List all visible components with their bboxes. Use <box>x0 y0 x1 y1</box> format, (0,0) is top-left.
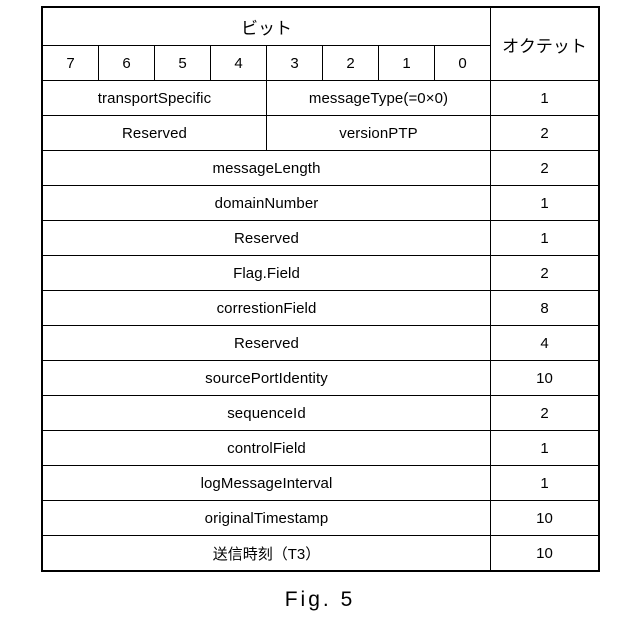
table-row: Reserved 4 <box>42 325 599 361</box>
header-bit-6: 6 <box>98 45 155 81</box>
table-row: controlField 1 <box>42 430 599 466</box>
field-label: transportSpecific <box>42 80 267 116</box>
header-row-bit-numbers: 7 6 5 4 3 2 1 0 <box>42 45 599 81</box>
table-row: transportSpecific messageType(=0×0) 1 <box>42 80 599 116</box>
ptp-message-format-table: ビット オクテット 7 6 5 4 3 2 1 0 transportSpeci… <box>41 6 600 572</box>
table-row: correstionField 8 <box>42 290 599 326</box>
header-bit-7: 7 <box>42 45 99 81</box>
table-row: Reserved versionPTP 2 <box>42 115 599 151</box>
header-bit-3: 3 <box>266 45 323 81</box>
field-label: Reserved <box>42 325 491 361</box>
field-label: domainNumber <box>42 185 491 221</box>
field-label: messageType(=0×0) <box>266 80 491 116</box>
header-bit-group: ビット <box>42 7 491 46</box>
table-row: logMessageInterval 1 <box>42 465 599 501</box>
table-row: originalTimestamp 10 <box>42 500 599 536</box>
table-header: ビット オクテット 7 6 5 4 3 2 1 0 <box>42 7 599 81</box>
octet-value: 2 <box>490 255 599 291</box>
field-label: controlField <box>42 430 491 466</box>
table-row: sourcePortIdentity 10 <box>42 360 599 396</box>
octet-value: 10 <box>490 500 599 536</box>
header-bit-5: 5 <box>154 45 211 81</box>
field-label: correstionField <box>42 290 491 326</box>
table-row: 送信時刻（T3） 10 <box>42 535 599 571</box>
field-label: messageLength <box>42 150 491 186</box>
header-bit-4: 4 <box>210 45 267 81</box>
field-label: Flag.Field <box>42 255 491 291</box>
octet-value: 1 <box>490 185 599 221</box>
octet-value: 4 <box>490 325 599 361</box>
octet-value: 1 <box>490 220 599 256</box>
header-octet: オクテット <box>490 7 599 81</box>
octet-value: 10 <box>490 535 599 571</box>
octet-value: 10 <box>490 360 599 396</box>
field-label: sourcePortIdentity <box>42 360 491 396</box>
octet-value: 2 <box>490 395 599 431</box>
figure-caption: Fig. 5 <box>284 588 356 611</box>
octet-value: 1 <box>490 465 599 501</box>
field-label: logMessageInterval <box>42 465 491 501</box>
table-row: domainNumber 1 <box>42 185 599 221</box>
header-bit-1: 1 <box>378 45 435 81</box>
field-label: originalTimestamp <box>42 500 491 536</box>
field-label: 送信時刻（T3） <box>42 535 491 571</box>
table-row: Flag.Field 2 <box>42 255 599 291</box>
octet-value: 8 <box>490 290 599 326</box>
field-label: versionPTP <box>266 115 491 151</box>
header-bit-2: 2 <box>322 45 379 81</box>
octet-value: 2 <box>490 150 599 186</box>
table-row: Reserved 1 <box>42 220 599 256</box>
octet-value: 1 <box>490 430 599 466</box>
octet-value: 2 <box>490 115 599 151</box>
octet-value: 1 <box>490 80 599 116</box>
field-label: Reserved <box>42 220 491 256</box>
table-body: transportSpecific messageType(=0×0) 1 Re… <box>42 80 599 571</box>
header-bit-0: 0 <box>434 45 491 81</box>
field-label: sequenceId <box>42 395 491 431</box>
table-row: messageLength 2 <box>42 150 599 186</box>
header-row-group: ビット オクテット <box>42 7 599 81</box>
field-label: Reserved <box>42 115 267 151</box>
table-row: sequenceId 2 <box>42 395 599 431</box>
